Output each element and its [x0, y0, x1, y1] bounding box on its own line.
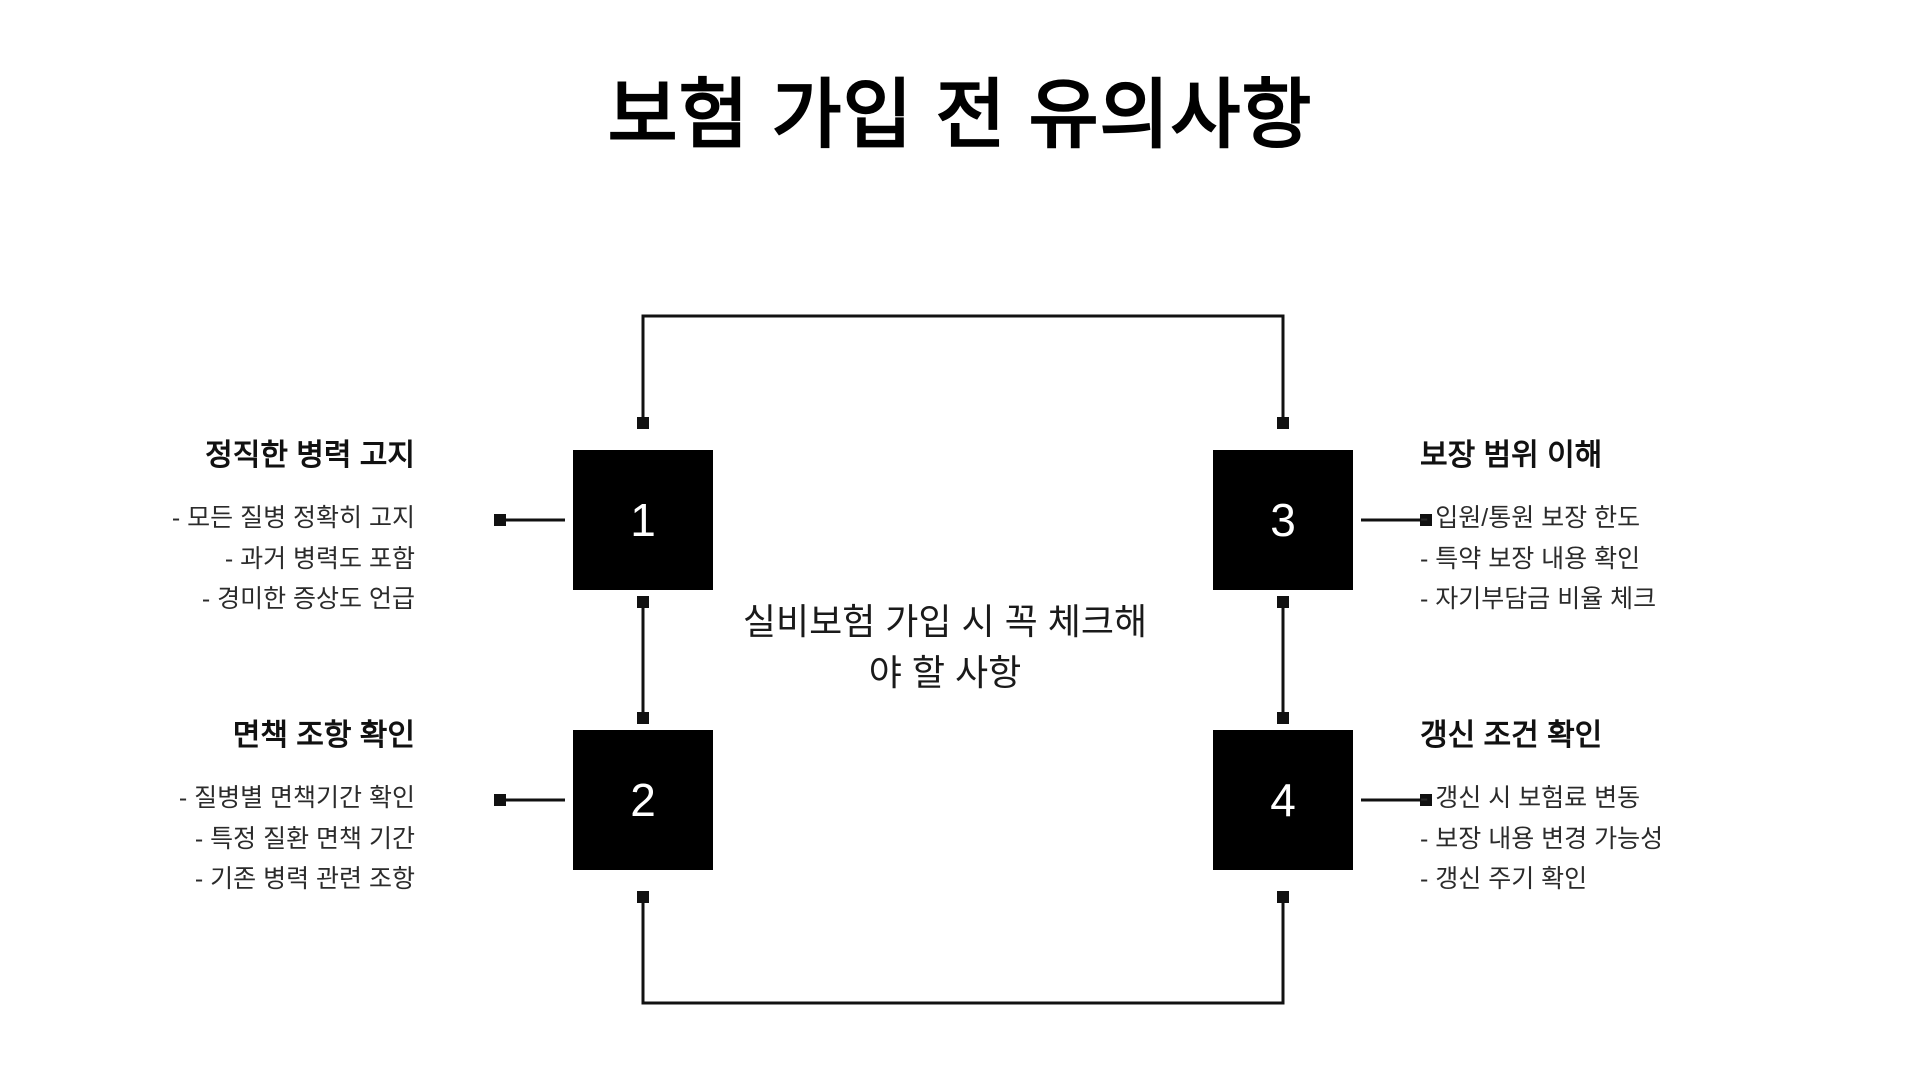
bullet-item: - 갱신 주기 확인 [1420, 865, 1588, 893]
cap-vright-top [1277, 596, 1289, 608]
node-number-3: 3 [1270, 494, 1296, 546]
bullet-item: - 입원/통원 보장 한도 [1420, 504, 1641, 532]
center-caption: 실비보험 가입 시 꼭 체크해야 할 사항 [742, 601, 1148, 694]
node-number-1: 1 [630, 494, 656, 546]
node-box-4[interactable]: 4 [1213, 730, 1353, 870]
bullet-list-1: - 모든 질병 정확히 고지 - 과거 병력도 포함 - 경미한 증상도 언급 [85, 498, 415, 620]
cap-text3 [1420, 514, 1432, 526]
node-box-1[interactable]: 1 [573, 450, 713, 590]
node-number-4: 4 [1270, 774, 1296, 826]
bullet-list-2: - 질병별 면책기간 확인 - 특정 질환 면책 기간 - 기존 병력 관련 조… [85, 778, 415, 900]
connector-top-bracket [641, 314, 1285, 423]
block-heading-1: 정직한 병력 고지 [205, 439, 415, 472]
bullet-list-3: - 입원/통원 보장 한도 - 특약 보장 내용 확인 - 자기부담금 비율 체… [1420, 498, 1750, 620]
bullet-item: - 기존 병력 관련 조항 [194, 865, 415, 893]
text-block-coverage-scope-understanding: 보장 범위 이해 - 입원/통원 보장 한도 - 특약 보장 내용 확인 - 자… [1420, 438, 1750, 620]
bullet-item: - 자기부담금 비율 체크 [1420, 585, 1657, 613]
bullet-item: - 특정 질환 면책 기간 [194, 824, 415, 853]
cap-vleft-bottom [637, 712, 649, 724]
bullet-item: - 질병별 면책기간 확인 [178, 784, 415, 812]
bullet-item: - 과거 병력도 포함 [224, 544, 415, 573]
cap-top-left [637, 417, 649, 429]
text-block-renewal-condition-check: 갱신 조건 확인 - 갱신 시 보험료 변동 - 보장 내용 변경 가능성 - … [1420, 718, 1750, 900]
text-block-exemption-clause-check: 면책 조항 확인 - 질병별 면책기간 확인 - 특정 질환 면책 기간 - 기… [85, 718, 415, 900]
connector-bottom-bracket [641, 897, 1285, 1005]
cap-top-right [1277, 417, 1289, 429]
block-heading-4: 갱신 조건 확인 [1420, 719, 1603, 752]
bullet-item: - 보장 내용 변경 가능성 [1420, 824, 1664, 853]
cap-bottom-left [637, 891, 649, 903]
bullet-list-4: - 갱신 시 보험료 변동 - 보장 내용 변경 가능성 - 갱신 주기 확인 [1420, 778, 1750, 900]
cap-text1 [494, 514, 506, 526]
node-box-2[interactable]: 2 [573, 730, 713, 870]
bullet-item: - 경미한 증상도 언급 [201, 585, 415, 613]
bullet-item: - 갱신 시 보험료 변동 [1420, 784, 1641, 812]
cap-text4 [1420, 794, 1432, 806]
cap-vright-bottom [1277, 712, 1289, 724]
text-block-honest-history-disclosure: 정직한 병력 고지 - 모든 질병 정확히 고지 - 과거 병력도 포함 - 경… [85, 438, 415, 620]
node-box-3[interactable]: 3 [1213, 450, 1353, 590]
cap-bottom-right [1277, 891, 1289, 903]
block-heading-3: 보장 범위 이해 [1420, 439, 1603, 472]
block-heading-2: 면책 조항 확인 [232, 719, 415, 752]
node-number-2: 2 [630, 774, 656, 826]
cap-vleft-top [637, 596, 649, 608]
cap-text2 [494, 794, 506, 806]
page-title: 보험 가입 전 유의사항 [607, 73, 1313, 158]
bullet-item: - 특약 보장 내용 확인 [1420, 544, 1641, 573]
bullet-item: - 모든 질병 정확히 고지 [171, 504, 415, 532]
